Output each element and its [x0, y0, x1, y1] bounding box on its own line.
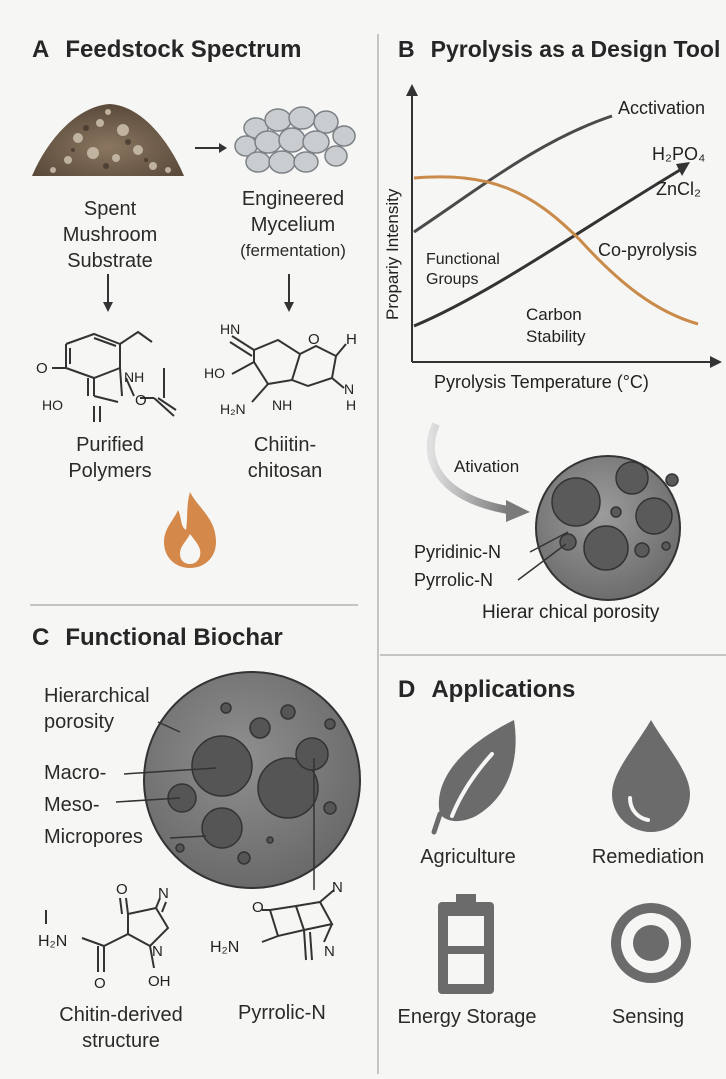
macro-label: Macro-: [44, 762, 107, 784]
mol2-atom-ho: HO: [204, 365, 225, 381]
label-h2po4: H₂PO₄: [652, 144, 705, 164]
purified-polymers-label: Purified Polymers: [68, 434, 152, 482]
mol2-atom-h2n: H₂N: [220, 401, 246, 417]
mol2-atom-h2: H: [346, 397, 356, 413]
ativation-label: Ativation: [454, 457, 519, 476]
label-functional: Functional: [426, 251, 500, 268]
chitin-chitosan-label: Chiitin- chitosan: [247, 434, 323, 482]
hierarchical-porosity-label: Hierarchical porosity: [44, 685, 150, 733]
label-activation: Acctivation: [618, 98, 705, 118]
mol3-atom-o2: O: [94, 975, 106, 992]
label-zncl2: ZnCl₂: [656, 179, 701, 199]
biochar-sphere: [115, 671, 361, 890]
pyrrolic-label: Pyrrolic-N: [414, 570, 493, 590]
arrow-down-right: [284, 274, 294, 312]
remediation-label: Remediation: [591, 846, 705, 868]
mol1-atom-nh: NH: [124, 369, 144, 385]
energy-storage-label: Energy Storage: [397, 1006, 537, 1028]
divider-left-horizontal: [30, 604, 358, 606]
pyrolysis-chart: Propariy Intensity Pyrolysis Temperature…: [383, 84, 722, 392]
droplet-icon: [612, 720, 690, 832]
y-axis-label: Propariy Intensity: [383, 188, 402, 320]
mycelium-label: Engineered Mycelium (fermentation): [240, 188, 346, 260]
arrow-down-left: [103, 274, 113, 312]
mol1-atom-o2: O: [135, 392, 147, 409]
mol1-atom-o1: O: [36, 360, 48, 377]
divider-vertical-bottom: [377, 654, 379, 1074]
activation-sphere: Ativation Pyridinic-N Pyrrolic-N Hierar …: [414, 422, 681, 623]
mol3-atom-h2n: H₂N: [38, 933, 67, 950]
mol2-atom-n: N: [344, 381, 354, 397]
mol4-atom-h2n: H₂N: [210, 939, 239, 956]
mol4-atom-n2: N: [324, 943, 335, 960]
functional-groups-curve: [413, 175, 699, 326]
label-groups: Groups: [426, 271, 478, 288]
mol2-atom-o: O: [308, 331, 320, 348]
leaf-icon: [431, 720, 516, 835]
sensing-label: Sensing: [611, 1006, 685, 1028]
mol2-atom-nh: NH: [272, 397, 292, 413]
mol4-atom-n1: N: [332, 880, 343, 896]
chitin-molecule: HN O H HO N H H₂N NH: [204, 321, 357, 417]
mol3-atom-n2: N: [152, 943, 163, 960]
pyridinic-label: Pyridinic-N: [414, 542, 501, 562]
mycelium-image: [234, 106, 356, 174]
zncl2-line: [413, 168, 681, 328]
pyrrolic-molecule: O N H₂N N: [210, 880, 343, 961]
pyrrolic-n-label: Pyrrolic-N: [238, 1002, 326, 1024]
arrow-right: [195, 143, 227, 153]
mol1-atom-ho: HO: [42, 397, 63, 413]
mol3-atom-oh: OH: [148, 973, 171, 990]
agriculture-label: Agriculture: [420, 846, 516, 868]
mol2-atom-h1: H: [346, 331, 357, 348]
spent-mushroom-label: Spent Mushroom Substrate: [62, 198, 158, 272]
flame-icon: [164, 492, 216, 568]
mol2-atom-hn: HN: [220, 321, 240, 337]
label-carbon: Carbon: [526, 305, 582, 324]
activation-curve: [413, 114, 613, 234]
divider-right-horizontal: [380, 654, 726, 656]
chitin-derived-label: Chitin-derived structure: [59, 1004, 183, 1052]
micropores-label: Micropores: [44, 826, 143, 848]
divider-vertical-top: [377, 34, 379, 654]
hier-porosity-label: Hierar chical porosity: [482, 602, 660, 623]
polymer-molecule: O NH HO O: [36, 330, 177, 422]
battery-icon: [438, 894, 494, 994]
chitin-derived-molecule: O N H₂N O N OH: [38, 881, 171, 992]
label-copyrolysis: Co-pyrolysis: [598, 240, 697, 260]
mol3-atom-n1: N: [158, 885, 169, 902]
mol4-atom-o: O: [252, 899, 264, 916]
substrate-pile-image: [32, 104, 184, 176]
mol3-atom-o1: O: [116, 881, 128, 898]
meso-label: Meso-: [44, 794, 100, 816]
target-icon: [611, 903, 691, 983]
label-stability: Stability: [526, 327, 586, 346]
x-axis-label: Pyrolysis Temperature (°C): [434, 372, 649, 392]
